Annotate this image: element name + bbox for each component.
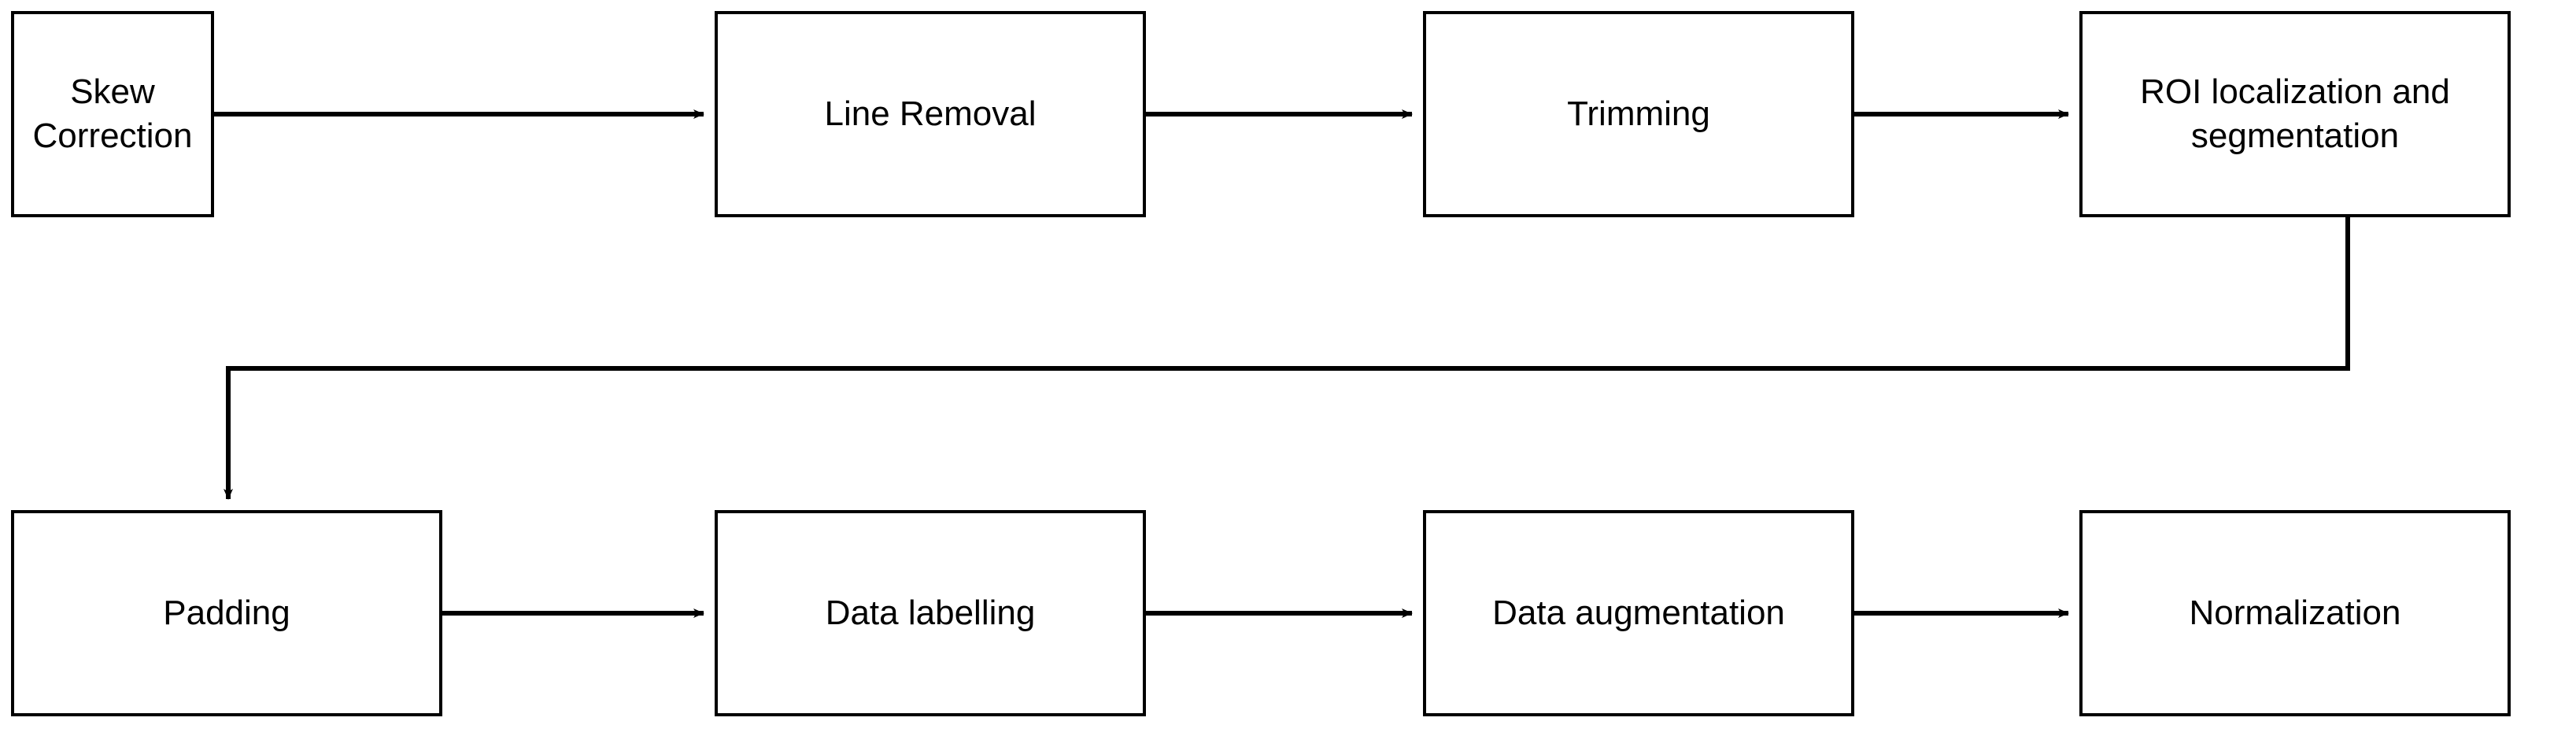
node-label-data-labelling: Data labelling (825, 593, 1036, 632)
node-label-data-augmentation: Data augmentation (1492, 593, 1785, 632)
node-skew-correction[interactable]: Skew Correction (11, 11, 214, 217)
node-label-trimming: Trimming (1567, 94, 1710, 133)
node-roi-localization-and-segmentation[interactable]: ROI localization and segmentation (2079, 11, 2511, 217)
node-label-line-removal: Line Removal (824, 94, 1037, 133)
node-line-removal[interactable]: Line Removal (715, 11, 1146, 217)
node-label-normalization: Normalization (2189, 593, 2401, 632)
node-data-labelling[interactable]: Data labelling (715, 510, 1146, 716)
edge-roi-to-padding (224, 217, 2350, 500)
node-normalization[interactable]: Normalization (2079, 510, 2511, 716)
node-data-augmentation[interactable]: Data augmentation (1423, 510, 1854, 716)
node-label-skew-correction: Skew Correction (32, 72, 193, 155)
node-label-roi-localization-and-segmentation: ROI localization and segmentation (2140, 72, 2450, 155)
node-padding[interactable]: Padding (11, 510, 442, 716)
node-trimming[interactable]: Trimming (1423, 11, 1854, 217)
node-label-padding: Padding (163, 593, 290, 632)
